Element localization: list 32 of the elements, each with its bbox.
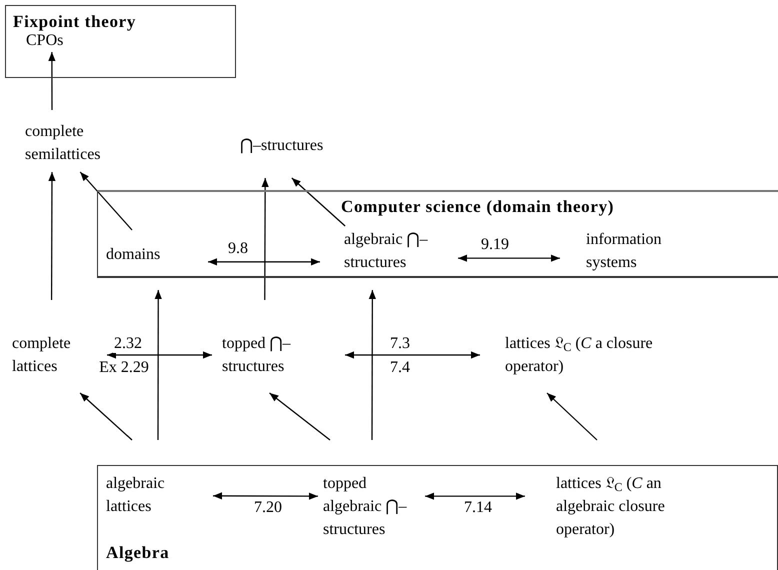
concept-label: topped ⋂– structures [222,332,317,378]
arrow [48,52,56,110]
arrow [291,178,346,226]
arrow [425,492,525,500]
concept-label: information systems [586,228,706,274]
arrow [262,178,269,300]
concept-label: lattices 𝔏$_{C}$ (C an algebraic closure operator) [556,472,706,542]
arrow [546,392,598,440]
concept-label: lattices 𝔏$_{C}$ (C a closure operator) [505,332,680,378]
arrow [107,351,212,359]
arrow [269,392,330,440]
arrow [80,172,132,230]
region-box [5,5,236,78]
arrow [213,492,318,500]
concept-label: domains [106,243,178,265]
region-heading: Fixpoint theory [13,11,136,33]
concept-label: algebraic lattices [106,472,206,518]
region-box [97,190,778,278]
arrow [48,172,56,300]
arrow [345,351,480,359]
arrow [80,392,132,440]
concept-label: topped algebraic ⋂–structures [323,472,423,542]
region-heading: Computer science (domain theory) [341,196,614,218]
concept-label: complete semilattices [25,120,145,166]
edge-label: 2.32 [113,335,143,353]
arrow [208,258,320,266]
region-heading: Algebra [106,542,170,564]
concept-label: ⋂–structures [240,134,380,158]
arrow [154,290,162,440]
arrow [368,290,376,440]
arrow [458,254,560,262]
concept-label: algebraic ⋂–structures [344,228,449,274]
